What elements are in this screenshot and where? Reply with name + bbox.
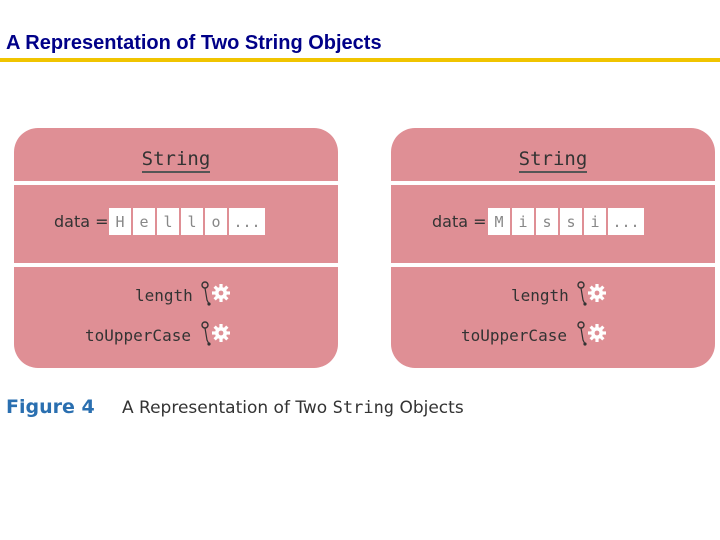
char-cell: s xyxy=(536,208,558,235)
char-cell: o xyxy=(205,208,227,235)
char-array: M i s s i ... xyxy=(488,208,646,235)
char-cell: l xyxy=(157,208,179,235)
class-name: String xyxy=(391,148,715,173)
char-cell: s xyxy=(560,208,582,235)
gear-icon xyxy=(201,321,230,346)
method-length: length xyxy=(135,286,193,305)
slide-title: A Representation of Two String Objects xyxy=(6,32,382,54)
gear-icon xyxy=(577,281,606,306)
char-cell: H xyxy=(109,208,131,235)
method-length: length xyxy=(511,286,569,305)
data-label: data = xyxy=(432,212,487,231)
card-background xyxy=(14,128,338,368)
data-label: data = xyxy=(54,212,109,231)
gear-icon xyxy=(577,321,606,346)
method-toUpperCase: toUpperCase xyxy=(461,326,567,345)
char-cell: i xyxy=(512,208,534,235)
caption-text: A Representation of Two xyxy=(122,398,333,418)
char-cell-ellipsis: ... xyxy=(608,208,644,235)
class-name-label: String xyxy=(141,148,211,173)
string-object-card-2: String data = M i s s i ... length toUpp… xyxy=(391,128,715,368)
caption-text-end: Objects xyxy=(394,398,464,418)
class-name: String xyxy=(14,148,338,173)
char-cell: M xyxy=(488,208,510,235)
char-cell: e xyxy=(133,208,155,235)
gear-icon xyxy=(201,281,230,306)
card-background xyxy=(391,128,715,368)
title-divider xyxy=(0,58,720,62)
class-name-label: String xyxy=(518,148,588,173)
method-toUpperCase: toUpperCase xyxy=(85,326,191,345)
figure-label: Figure 4 xyxy=(6,396,95,418)
caption-code: String xyxy=(332,398,395,418)
string-object-card-1: String data = H e l l o ... length toUpp… xyxy=(14,128,338,368)
char-cell: i xyxy=(584,208,606,235)
char-array: H e l l o ... xyxy=(109,208,267,235)
char-cell: l xyxy=(181,208,203,235)
figure-caption: A Representation of Two String Objects xyxy=(122,398,464,418)
char-cell-ellipsis: ... xyxy=(229,208,265,235)
